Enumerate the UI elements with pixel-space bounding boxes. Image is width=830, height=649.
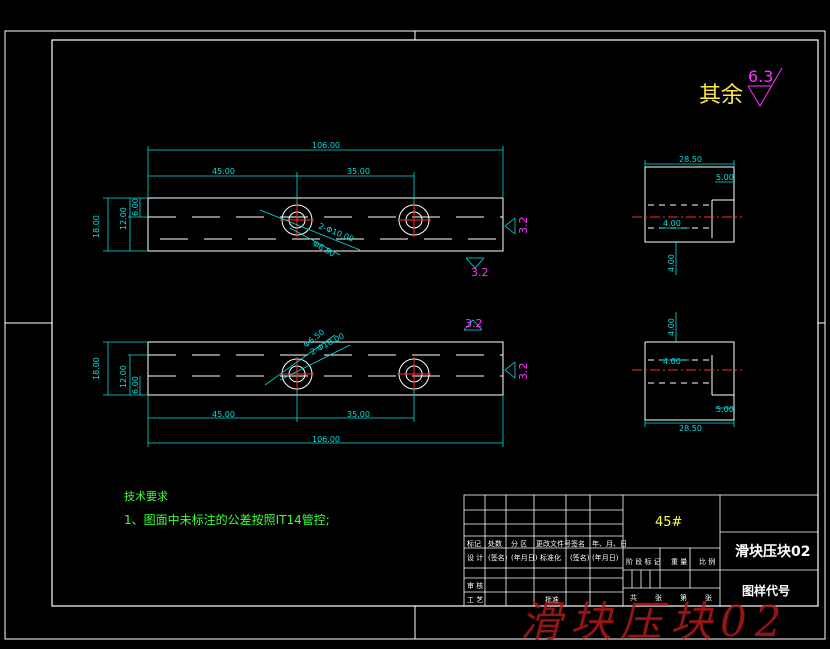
side-bottom-dim-b: 4.00 — [663, 357, 681, 366]
tb-r1-c2: 处数 — [488, 540, 502, 548]
tb-stage: 阶 段 标 记 — [626, 558, 661, 566]
side-top-dim-c: 4.00 — [667, 254, 676, 272]
dim-hole-spacing-2: 35.00 — [347, 167, 370, 176]
roughness-other: 6.3 — [747, 67, 783, 107]
bottom-view: 106.00 45.00 35.00 18.00 12.00 6.00 2-Φ1… — [92, 317, 530, 447]
tb-r3-c1: 审 核 — [467, 582, 484, 590]
tech-requirements-note: 1、图面中未标注的公差按照IT14管控; — [124, 513, 330, 527]
side-bottom-dim-c: 4.00 — [667, 318, 676, 336]
watermark-text: 滑块压块02 — [520, 597, 790, 646]
tb-r2-c2: (签名) — [488, 554, 508, 562]
tb-r2-c3: (年月日) — [511, 554, 538, 562]
roughness-top-bottom: 3.2 — [465, 317, 483, 330]
side-bottom-width: 28.50 — [679, 424, 702, 433]
title-block — [463, 494, 819, 607]
tb-r2-c5: (签名) — [570, 554, 590, 562]
tb-r1-c5: 签名 — [571, 540, 585, 548]
side-top-dim-b: 4.00 — [663, 219, 681, 228]
side-bottom-dim-a: 5.00 — [716, 405, 734, 414]
top-view: 106.00 45.00 35.00 18.00 12.00 6.00 2-Φ1… — [92, 141, 530, 279]
roughness-other-value: 6.3 — [748, 67, 773, 86]
part-name: 滑块压块02 — [735, 544, 811, 560]
tb-sheet-2: 张 — [655, 594, 662, 602]
tb-sheet-4: 张 — [705, 594, 712, 602]
dim-hole-spacing-1-b: 45.00 — [212, 410, 235, 419]
side-view-top: 28.50 5.00 4.00 4.00 — [632, 155, 742, 275]
tb-r4-c3: 批准 — [545, 596, 559, 604]
tb-scale: 比 例 — [699, 558, 716, 566]
tb-r1-c3: 分 区 — [511, 540, 528, 548]
tb-sheet-1: 共 — [630, 594, 637, 602]
roughness-other-label: 其余 — [699, 83, 744, 108]
drawing-no-label: 图样代号 — [742, 584, 791, 598]
top-view-body — [147, 197, 504, 252]
dim-height-3-b: 6.00 — [131, 376, 140, 394]
tb-r4-c1: 工 艺 — [467, 596, 484, 604]
material: 45# — [655, 515, 683, 530]
dim-hole-spacing-2-b: 35.00 — [347, 410, 370, 419]
side-top-dim-a: 5.00 — [716, 173, 734, 182]
tb-r1-c4: 更改文件号 — [536, 540, 571, 548]
dim-hole-spacing-1: 45.00 — [212, 167, 235, 176]
dim-height-3: 6.00 — [131, 198, 140, 216]
dim-overall-length-b: 106.00 — [312, 435, 340, 444]
dim-height-2-b: 12.00 — [119, 365, 128, 388]
tb-r1-c1: 标记 — [467, 540, 481, 548]
dim-height-b: 18.00 — [92, 357, 101, 380]
dim-height-2: 12.00 — [119, 207, 128, 230]
tb-sheet-3: 第 — [680, 594, 687, 602]
side-top-width: 28.50 — [679, 155, 702, 164]
tb-r1-c6: 年、月、日 — [592, 540, 627, 548]
dim-overall-length: 106.00 — [312, 141, 340, 150]
dim-height: 18.00 — [92, 215, 101, 238]
roughness-right-top: 3.2 — [517, 217, 530, 235]
side-view-bottom: 28.50 5.00 4.00 4.00 — [632, 312, 742, 433]
tb-r2-c4: 标准化 — [540, 554, 561, 562]
tech-requirements-title: 技术要求 — [124, 490, 168, 503]
roughness-right-bottom: 3.2 — [517, 363, 530, 381]
tb-r2-c1: 设 计 — [467, 554, 484, 562]
dim-hole-dia-2: Φ6.50 — [311, 239, 336, 259]
roughness-bottom-top: 3.2 — [471, 266, 489, 279]
tb-r2-c6: (年月日) — [592, 554, 619, 562]
tb-weight: 重 量 — [671, 558, 688, 566]
